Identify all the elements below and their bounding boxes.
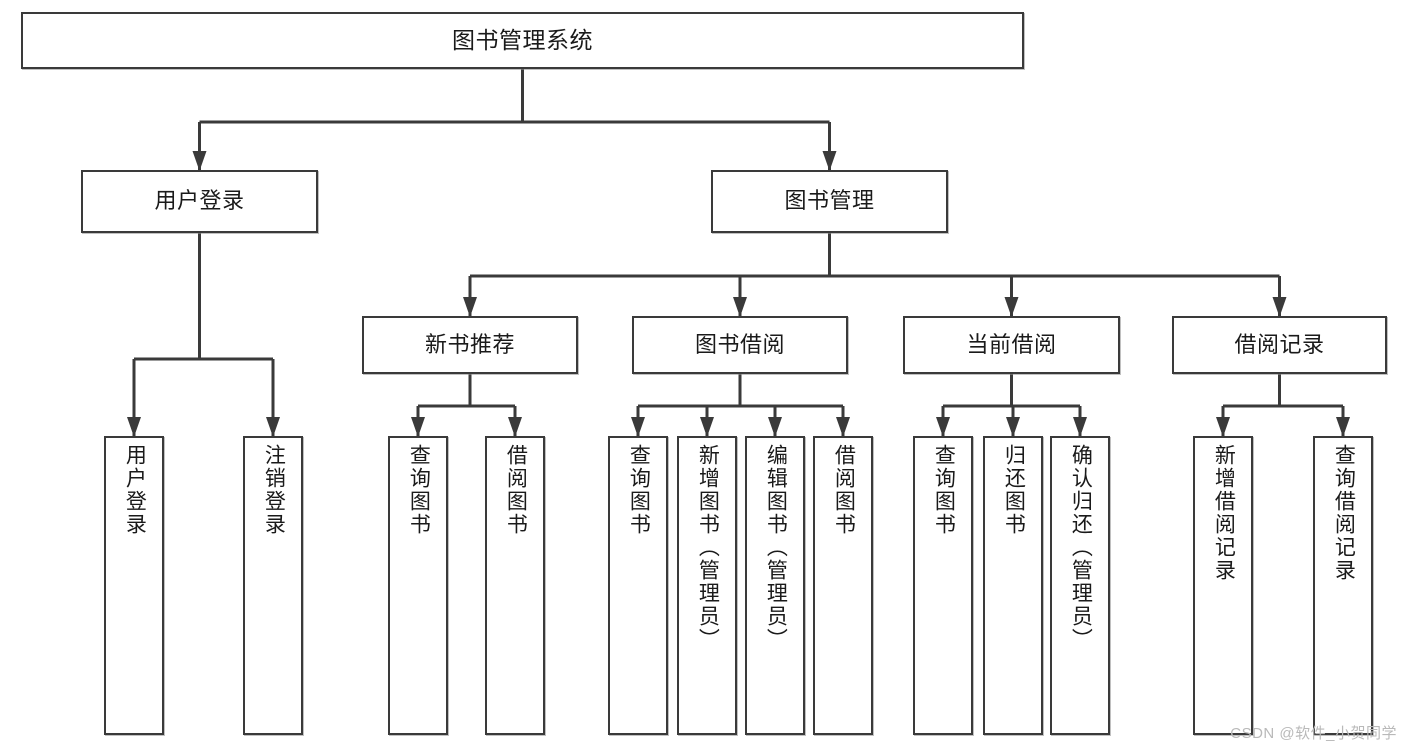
node-current-borrow[interactable]: 当前借阅 bbox=[903, 316, 1120, 374]
node-leaf-query-book-1[interactable]: 查询图书 bbox=[388, 436, 448, 735]
node-book-borrow[interactable]: 图书借阅 bbox=[632, 316, 848, 374]
node-leaf-logout[interactable]: 注销登录 bbox=[243, 436, 303, 735]
node-leaf-query-book-3[interactable]: 查询图书 bbox=[913, 436, 973, 735]
node-borrow-record[interactable]: 借阅记录 bbox=[1172, 316, 1387, 374]
node-leaf-query-book-2[interactable]: 查询图书 bbox=[608, 436, 668, 735]
node-leaf-return-book[interactable]: 归还图书 bbox=[983, 436, 1043, 735]
node-leaf-borrow-book-2[interactable]: 借阅图书 bbox=[813, 436, 873, 735]
node-label: 查询图书 bbox=[932, 444, 956, 536]
node-leaf-confirm-return-admin[interactable]: 确认归还（管理员） bbox=[1050, 436, 1110, 735]
node-label: 新增图书（管理员） bbox=[696, 444, 720, 651]
node-label: 归还图书 bbox=[1002, 444, 1026, 536]
node-label: 图书借阅 bbox=[694, 331, 785, 357]
node-label: 借阅记录 bbox=[1234, 331, 1325, 357]
node-root-system[interactable]: 图书管理系统 bbox=[21, 12, 1024, 69]
node-label: 图书管理 bbox=[784, 188, 875, 214]
node-label: 用户登录 bbox=[123, 444, 147, 536]
node-leaf-borrow-book-1[interactable]: 借阅图书 bbox=[485, 436, 545, 735]
node-leaf-add-book-admin[interactable]: 新增图书（管理员） bbox=[677, 436, 737, 735]
node-leaf-add-borrow-record[interactable]: 新增借阅记录 bbox=[1193, 436, 1253, 735]
node-label: 查询借阅记录 bbox=[1332, 444, 1356, 582]
node-book-management[interactable]: 图书管理 bbox=[711, 170, 948, 233]
node-label: 确认归还（管理员） bbox=[1069, 444, 1093, 651]
node-label: 借阅图书 bbox=[832, 444, 856, 536]
csdn-watermark: CSDN @软件_小贺同学 bbox=[1230, 725, 1397, 742]
node-new-book-recommend[interactable]: 新书推荐 bbox=[362, 316, 578, 374]
node-leaf-query-borrow-record[interactable]: 查询借阅记录 bbox=[1313, 436, 1373, 735]
node-leaf-edit-book-admin[interactable]: 编辑图书（管理员） bbox=[745, 436, 805, 735]
node-label: 新增借阅记录 bbox=[1212, 444, 1236, 582]
node-user-login[interactable]: 用户登录 bbox=[81, 170, 318, 233]
node-label: 新书推荐 bbox=[424, 331, 515, 357]
node-label: 当前借阅 bbox=[966, 331, 1057, 357]
node-label: 图书管理系统 bbox=[452, 26, 593, 53]
node-leaf-user-login[interactable]: 用户登录 bbox=[104, 436, 164, 735]
node-label: 用户登录 bbox=[154, 188, 245, 214]
node-label: 借阅图书 bbox=[504, 444, 528, 536]
node-label: 查询图书 bbox=[407, 444, 431, 536]
node-label: 注销登录 bbox=[262, 444, 286, 536]
node-label: 查询图书 bbox=[627, 444, 651, 536]
node-label: 编辑图书（管理员） bbox=[764, 444, 788, 651]
